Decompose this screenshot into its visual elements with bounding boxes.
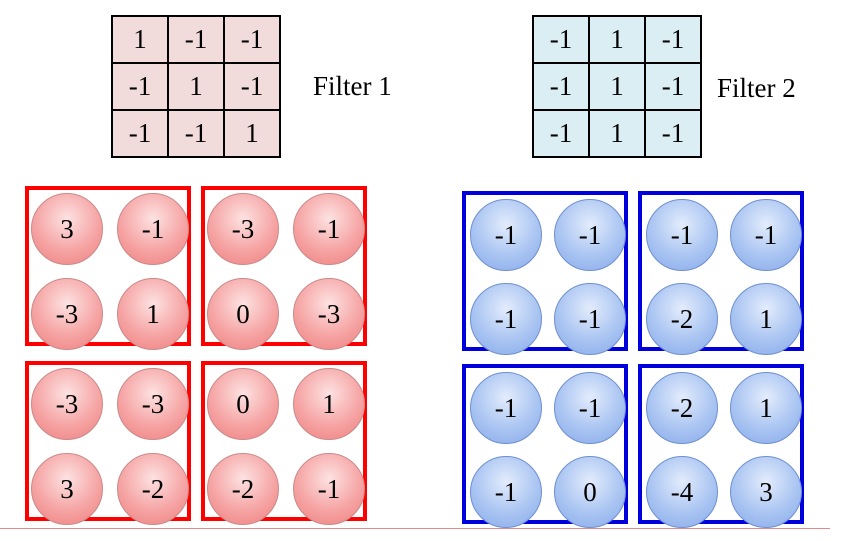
- filter-cell: -1: [645, 63, 701, 110]
- feature-value-node: 3: [31, 193, 103, 265]
- feature-value-node: -4: [646, 456, 718, 528]
- filter-cell: -1: [112, 110, 168, 157]
- feature-value-node: -1: [293, 193, 365, 265]
- filter-cell: -1: [224, 63, 280, 110]
- filter-cell: -1: [533, 63, 589, 110]
- feature-value-node: -1: [470, 283, 542, 355]
- filter-cell: -1: [645, 110, 701, 157]
- feature-value-node: -1: [554, 199, 626, 271]
- feature-value-node: -2: [646, 372, 718, 444]
- filter-cell: -1: [112, 63, 168, 110]
- feature-value-node: 0: [207, 278, 279, 350]
- filter-cell: -1: [645, 16, 701, 63]
- feature-value-node: -2: [117, 453, 189, 525]
- feature-value-node: -1: [117, 193, 189, 265]
- filter-cell: 1: [589, 63, 645, 110]
- pooling-group: -1-1-1-1: [462, 191, 628, 355]
- feature-value-node: -1: [470, 456, 542, 528]
- filter-2-label: Filter 2: [717, 73, 796, 103]
- feature-value-node: -3: [293, 278, 365, 350]
- feature-value-node: -1: [554, 283, 626, 355]
- filter-cell: 1: [589, 16, 645, 63]
- feature-value-node: 1: [730, 283, 802, 355]
- feature-value-node: -1: [554, 372, 626, 444]
- feature-value-node: -1: [470, 199, 542, 271]
- feature-value-node: 3: [730, 456, 802, 528]
- feature-value-node: 1: [293, 368, 365, 440]
- feature-value-node: -1: [730, 199, 802, 271]
- feature-value-node: -2: [646, 283, 718, 355]
- filter-cell: 1: [224, 110, 280, 157]
- feature-value-node: -3: [31, 368, 103, 440]
- filter-cell: -1: [533, 110, 589, 157]
- feature-value-node: -3: [207, 193, 279, 265]
- feature-value-node: -3: [31, 278, 103, 350]
- filter-1-label: Filter 1: [313, 71, 392, 101]
- feature-value-node: 1: [730, 372, 802, 444]
- filter-cell: -1: [224, 16, 280, 63]
- filter-cell: -1: [533, 16, 589, 63]
- filter-cell: 1: [168, 63, 224, 110]
- feature-value-node: 1: [117, 278, 189, 350]
- feature-value-node: -2: [207, 453, 279, 525]
- filter-cell: -1: [168, 110, 224, 157]
- feature-value-node: -3: [117, 368, 189, 440]
- filter-cell: 1: [589, 110, 645, 157]
- feature-value-node: -1: [470, 372, 542, 444]
- feature-value-node: -1: [646, 199, 718, 271]
- bottom-divider: [0, 528, 830, 529]
- filter-cell: -1: [168, 16, 224, 63]
- filter-cell: 1: [112, 16, 168, 63]
- feature-value-node: 0: [554, 456, 626, 528]
- feature-value-node: 0: [207, 368, 279, 440]
- feature-value-node: 3: [31, 453, 103, 525]
- feature-value-node: -1: [293, 453, 365, 525]
